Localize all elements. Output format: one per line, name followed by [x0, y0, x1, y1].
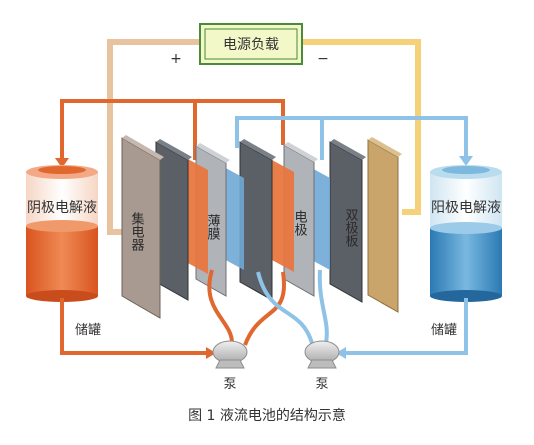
cathode-chamber-left [186, 158, 208, 274]
bipolar-plate-right [367, 139, 399, 313]
cathode-return-arrow [55, 158, 69, 168]
cathode-tank-label: 阴极电解液 [27, 200, 97, 216]
cathode-return-pipe [60, 99, 285, 160]
left-storage-label: 储罐 [75, 323, 101, 338]
bipolar-label: 双极板 [343, 208, 359, 248]
electrode-plate-left [155, 141, 189, 301]
anode-tank: 阳极电解液 [430, 165, 502, 302]
cathode-feed-pipe [60, 298, 213, 355]
cathode-pump-outlet [207, 269, 234, 344]
anode-pump [304, 340, 340, 369]
anode-pump-outlet-2 [317, 269, 329, 344]
electrode-plate-center [239, 141, 273, 301]
anode-return-pipe [235, 116, 468, 158]
cathode-tank: 阴极电解液 [26, 165, 98, 302]
anode-return-arrow [459, 156, 473, 166]
minus-sign: − [317, 51, 329, 67]
negative-wire [302, 39, 421, 215]
right-storage-label: 储罐 [431, 323, 457, 338]
figure-caption: 图 1 液流电池的结构示意 [188, 407, 346, 424]
collector-label: 集电器 [129, 211, 145, 252]
power-load-box: 电源负载 [199, 23, 303, 65]
cathode-pump-outlet-2 [243, 271, 287, 346]
anode-tank-label: 阳极电解液 [431, 200, 501, 216]
membrane-label: 薄膜 [205, 214, 221, 240]
right-pump-label: 泵 [315, 377, 328, 392]
anode-pump-outlet [256, 271, 314, 344]
power-load-label: 电源负载 [223, 37, 279, 53]
plus-sign: + [170, 51, 182, 67]
cathode-pump [212, 340, 248, 369]
collector-plate [121, 137, 161, 319]
anode-feed-pipe [340, 298, 468, 355]
positive-wire [107, 39, 200, 235]
left-pump-label: 泵 [223, 377, 236, 392]
electrode-label: 电极 [292, 210, 308, 236]
cathode-chamber-center [272, 160, 294, 272]
anode-chamber-left [222, 166, 244, 270]
